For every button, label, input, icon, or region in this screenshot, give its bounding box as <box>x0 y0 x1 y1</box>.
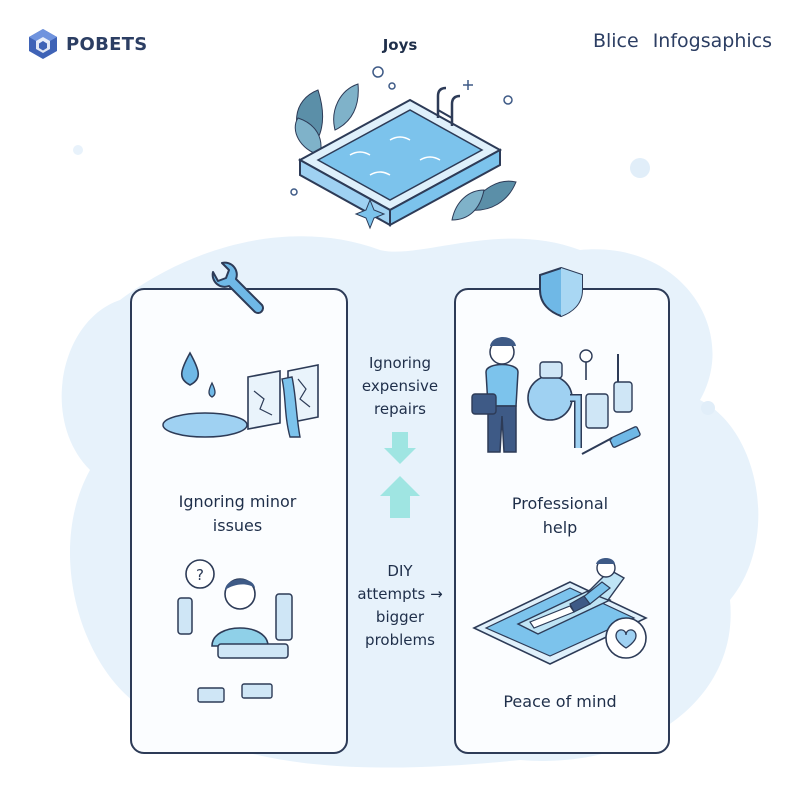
technician-illustration <box>471 337 641 455</box>
shield-icon <box>539 266 583 318</box>
hexagon-logo-icon <box>29 29 57 59</box>
svg-text:?: ? <box>196 566 204 584</box>
middle-text-top: Ignoring expensive repairs <box>361 354 439 418</box>
relaxing-person-illustration <box>472 558 648 665</box>
brand-logo[interactable]: POBETS <box>28 26 148 62</box>
left-caption: Ignoring minor issues <box>178 492 297 535</box>
nav-item-infographics[interactable]: Infogsaphics <box>652 30 772 52</box>
nav-item-blice[interactable]: Blice <box>592 30 639 52</box>
brand-name: POBETS <box>66 33 148 55</box>
right-caption-bottom: Peace of mind <box>503 692 617 711</box>
wrench-icon <box>211 261 264 314</box>
pool-illustration <box>290 66 517 230</box>
arrows-icon <box>380 432 420 518</box>
diy-person-illustration: ? <box>177 559 293 703</box>
header-title: Joys <box>382 36 418 54</box>
right-caption-top: Professional help <box>511 494 609 537</box>
leak-illustration <box>162 351 319 438</box>
header-nav: Blice Infogsaphics <box>593 30 772 52</box>
middle-text-bottom: DIY attempts → bigger problems <box>357 562 443 649</box>
